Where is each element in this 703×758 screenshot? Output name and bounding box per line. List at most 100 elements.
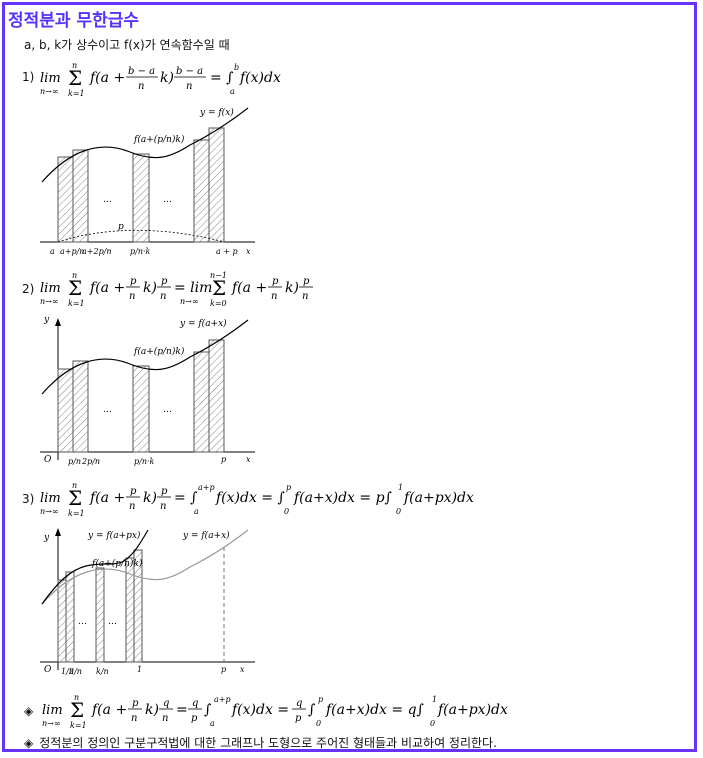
strip-label: f(a+(p/n)k)	[133, 346, 185, 357]
svg-text:a: a	[210, 719, 215, 728]
strip-bar	[208, 127, 225, 243]
curve-fax	[41, 529, 249, 605]
ellipsis: …	[163, 195, 172, 205]
svg-text:p: p	[132, 698, 139, 709]
item2-graph: y y = f(a+x) f(a+(p/n)k) … … O p/n 2p/n …	[40, 315, 255, 466]
svg-text:lim: lim	[40, 71, 61, 86]
ellipsis: …	[103, 195, 112, 205]
svg-text:n: n	[162, 713, 168, 724]
tick-label: a	[50, 247, 55, 256]
svg-text:lim: lim	[42, 703, 63, 718]
svg-text:k): k)	[143, 490, 157, 506]
svg-text:b: b	[234, 63, 239, 72]
tick-label: 2/n	[68, 667, 82, 676]
svg-text:q: q	[296, 698, 302, 709]
svg-text:∫: ∫	[308, 702, 315, 718]
svg-text:k): k)	[145, 702, 159, 718]
tick-label: p	[221, 455, 226, 464]
svg-text:n: n	[160, 501, 166, 512]
item1-graph: y = f(x) f(a+(p/n)k) p … … a a+p/n a+2p/…	[40, 107, 255, 256]
strip-bar	[132, 153, 150, 243]
svg-text:n: n	[186, 81, 192, 92]
svg-text:n: n	[129, 501, 135, 512]
svg-text:n: n	[72, 271, 77, 280]
svg-text:n: n	[72, 61, 77, 70]
strip-bar	[193, 139, 210, 243]
tick-label: p/n·k	[130, 247, 151, 256]
svg-text:f(a +: f(a +	[89, 70, 125, 86]
strip-bar	[133, 549, 143, 663]
svg-text:n: n	[160, 291, 166, 302]
tick-label: 2p/n	[81, 457, 100, 466]
strip-bar	[72, 149, 89, 243]
note1-formula: lim n→∞ Σ n k=1 f(a + p n k) q n = q p ∫…	[42, 692, 512, 734]
strip-label: f(a+(p/n)k)	[133, 134, 185, 145]
svg-text:0: 0	[430, 719, 435, 728]
svg-text:k=1: k=1	[68, 509, 85, 518]
svg-text:a: a	[230, 87, 235, 96]
svg-text:p: p	[130, 276, 137, 287]
svg-text:k): k)	[160, 70, 174, 86]
svg-text:p: p	[130, 486, 137, 497]
item1-formula: lim n→∞ Σ n k=1 f(a + b − a n k) b − a n…	[40, 60, 300, 102]
strip-bar	[57, 368, 74, 453]
tick-label: 1/n	[61, 667, 74, 676]
tick-label: x	[246, 455, 251, 464]
strip-bar	[57, 156, 74, 243]
tick-label: x	[240, 665, 245, 674]
svg-text:n: n	[129, 291, 135, 302]
svg-text:q: q	[163, 698, 169, 709]
svg-text:f(x)dx: f(x)dx	[239, 70, 281, 86]
svg-text:n→∞: n→∞	[40, 507, 59, 516]
curve-label: y = f(a+x)	[179, 318, 227, 329]
svg-text:p: p	[295, 713, 302, 724]
note2-text: 정적분의 정의인 구분구적법에 대한 그래프나 도형으로 주어진 형태들과 비교…	[39, 736, 497, 750]
svg-text:k=1: k=1	[68, 299, 85, 308]
svg-text:a+p: a+p	[198, 483, 215, 492]
y-axis-arrow	[55, 528, 61, 536]
svg-text:n: n	[74, 693, 79, 702]
svg-text:n: n	[138, 81, 144, 92]
svg-text:p: p	[161, 276, 168, 287]
note1: ◈	[24, 704, 39, 718]
y-axis-arrow	[55, 318, 61, 326]
svg-text:Σ: Σ	[212, 276, 226, 300]
svg-text:Σ: Σ	[68, 486, 82, 510]
svg-text:p: p	[272, 276, 279, 287]
p-label: p	[118, 222, 124, 232]
svg-text:f(a +: f(a +	[89, 490, 125, 506]
strip-bar	[65, 571, 75, 663]
tick-label: 1	[137, 665, 142, 674]
svg-text:p: p	[191, 713, 198, 724]
origin-label: O	[44, 665, 52, 675]
svg-text:1: 1	[432, 695, 437, 704]
svg-text:Σ: Σ	[68, 276, 82, 300]
tick-label: x	[246, 247, 251, 256]
item3-formula-math: lim n→∞ Σ n k=1 f(a + p n k) p n = ∫ a+p…	[40, 481, 474, 518]
note1-formula-math: lim n→∞ Σ n k=1 f(a + p n k) q n = q p ∫…	[42, 693, 508, 730]
y-label: y	[43, 533, 50, 543]
svg-text:n→∞: n→∞	[40, 87, 59, 96]
page-frame	[2, 2, 697, 752]
svg-text:∫: ∫	[204, 702, 211, 718]
origin-label: O	[44, 455, 52, 465]
ellipsis: …	[108, 617, 117, 627]
svg-text:= ∫: = ∫	[174, 490, 197, 506]
svg-text:f(x)dx = ∫: f(x)dx = ∫	[215, 490, 285, 506]
diamond-bullet-icon: ◈	[24, 704, 34, 718]
svg-text:n: n	[131, 713, 137, 724]
page-title: 정적분과 무한급수	[8, 11, 140, 31]
svg-text:f(a+px)dx: f(a+px)dx	[403, 490, 474, 506]
curve-fx	[41, 107, 249, 183]
svg-text:k=0: k=0	[210, 299, 227, 308]
svg-text:n: n	[72, 481, 77, 490]
item3-number: 3)	[22, 492, 35, 506]
svg-text:0: 0	[284, 507, 289, 516]
svg-text:n−1: n−1	[210, 271, 227, 280]
svg-text:p: p	[161, 486, 168, 497]
svg-text:0: 0	[316, 719, 321, 728]
svg-text:1: 1	[398, 483, 403, 492]
svg-text:n→∞: n→∞	[40, 297, 59, 306]
p-arc	[57, 229, 225, 243]
svg-text:0: 0	[396, 507, 401, 516]
